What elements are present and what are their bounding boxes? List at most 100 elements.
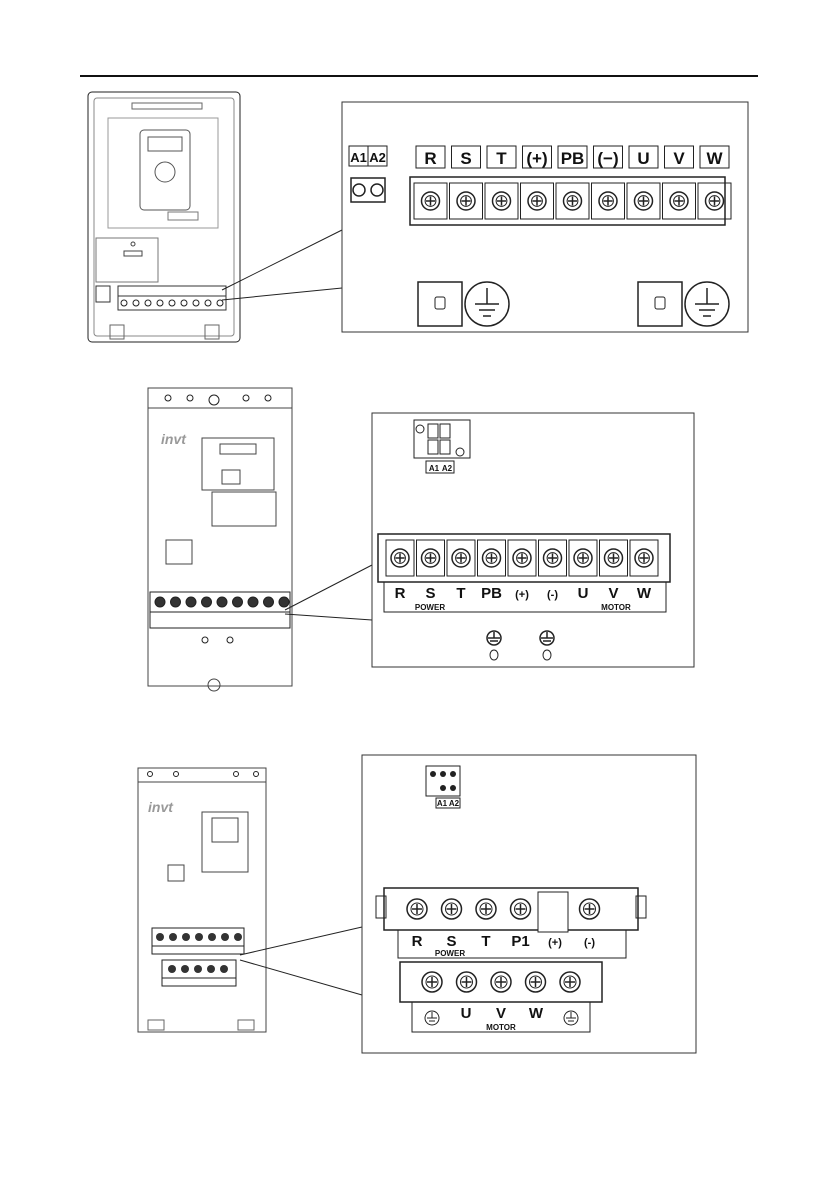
fig3-lower-terminal-label: U [461, 1005, 472, 1022]
fig1-ground-terminal-left [418, 282, 509, 326]
fig3-upper-terminal-label: R [412, 933, 423, 950]
fig3-upper-terminal-screw [511, 899, 531, 919]
fig2-control-terminal-block: A1 A2 [414, 420, 470, 473]
fig1-terminal-label: U [637, 149, 649, 168]
fig3-small-screw [220, 965, 228, 973]
fig3-small-screw [182, 933, 190, 941]
fig3-brand-logo: invt [148, 799, 174, 815]
fig2-small-screw [171, 597, 181, 607]
fig1-terminal-screw [706, 192, 724, 210]
fig3-lower-terminal-screw [457, 972, 477, 992]
fig3-small-screw [168, 965, 176, 973]
fig3-upper-terminal-block: RSTP1(+)(-) POWER [376, 888, 646, 958]
fig3-group-motor: MOTOR [486, 1023, 516, 1032]
fig2-terminal-screw [422, 549, 440, 567]
fig1-terminal-screw [599, 192, 617, 210]
fig3-upper-terminal-label: T [481, 933, 490, 950]
fig2-small-screw [233, 597, 243, 607]
fig3-lower-terminal-screw [491, 972, 511, 992]
fig1-main-terminal-block [410, 177, 731, 225]
fig3-label-a1: A1 [437, 799, 448, 808]
fig1-small-terminal-screws [121, 300, 223, 306]
fig1-terminal-screw [528, 192, 546, 210]
fig1-detail-box [342, 102, 748, 332]
fig1-terminal-screw [670, 192, 688, 210]
fig1-terminal-screw [635, 192, 653, 210]
fig2-small-screw [202, 597, 212, 607]
fig2-terminal-label: U [578, 585, 589, 602]
fig1-terminal-label: T [496, 149, 507, 168]
fig2-terminal-screw [574, 549, 592, 567]
fig2-terminal-screw [635, 549, 653, 567]
fig1-terminal-screw [457, 192, 475, 210]
fig3-upper-terminal-label: S [446, 933, 456, 950]
fig1-terminal-label: PB [561, 149, 585, 168]
fig3-lower-terminal-screw [560, 972, 580, 992]
fig3-small-screw [207, 965, 215, 973]
fig3-lower-terminal-label: V [496, 1005, 506, 1022]
fig2-terminal-screw [544, 549, 562, 567]
fig3-lower-terminal-screw [526, 972, 546, 992]
fig1-terminal-label: S [460, 149, 471, 168]
fig3-small-screw [234, 933, 242, 941]
fig2-terminal-screw [391, 549, 409, 567]
fig1-ground-terminal-right [638, 282, 729, 326]
fig1-terminal-label: V [673, 149, 685, 168]
fig3-upper-terminal-label: (-) [584, 937, 595, 949]
fig2-terminal-label: PB [481, 585, 502, 602]
fig2-leader-line-top [285, 565, 372, 610]
fig2-terminal-screw [452, 549, 470, 567]
fig1-terminal-screw [422, 192, 440, 210]
fig2-terminal-screw [605, 549, 623, 567]
fig3-group-power: POWER [435, 949, 465, 958]
fig2-terminal-label: S [425, 585, 435, 602]
fig2-terminal-label: (-) [547, 589, 558, 601]
fig1-main-terminal-labels: RST(+)PB(−)UVW [416, 146, 729, 168]
fig3-small-screw [221, 933, 229, 941]
fig2-terminal-label: W [637, 585, 652, 602]
fig1-control-terminal-block: A1 A2 [349, 146, 387, 202]
fig3-ground-symbol-right [564, 1011, 578, 1025]
fig2-small-screw [248, 597, 258, 607]
fig2-terminal-screw [513, 549, 531, 567]
fig3-ground-symbol-left [425, 1011, 439, 1025]
fig2-terminal-label: (+) [515, 589, 529, 601]
fig3-small-screw [195, 933, 203, 941]
fig1-terminal-label: (+) [526, 149, 547, 168]
fig3-upper-terminal-screw [476, 899, 496, 919]
fig1-terminal-label: R [424, 149, 436, 168]
fig2-terminal-label: R [395, 585, 406, 602]
fig2-small-screw [186, 597, 196, 607]
fig3-small-screw [181, 965, 189, 973]
fig1-label-a1: A1 [350, 150, 367, 165]
fig2-group-power: POWER [415, 603, 445, 612]
fig2-terminal-label: T [456, 585, 465, 602]
fig2-group-motor: MOTOR [601, 603, 631, 612]
fig3-upper-terminal-label: (+) [548, 937, 562, 949]
fig3-small-screw [156, 933, 164, 941]
fig2-main-terminal-labels: R S T PB (+) (-) U V W POWER MOTOR [384, 582, 666, 612]
fig2-small-screw [217, 597, 227, 607]
fig3-lower-terminal-label: W [529, 1005, 544, 1022]
fig3-leader-line-bottom [240, 960, 362, 995]
fig2-small-terminal-screws [155, 597, 289, 607]
fig3-lower-terminal-block: U V W MOTOR [400, 962, 602, 1032]
fig2-terminal-label: V [608, 585, 618, 602]
fig3-upper-terminal-screw [580, 899, 600, 919]
fig2-terminal-screw [483, 549, 501, 567]
fig3-lower-terminal-screw [422, 972, 442, 992]
fig3-small-screw [194, 965, 202, 973]
fig1-terminal-label: (−) [597, 149, 618, 168]
fig1-terminal-screw [564, 192, 582, 210]
fig3-control-terminal-block: A1 A2 [426, 766, 460, 808]
fig3-small-terminal-screws [156, 933, 242, 973]
fig3-leader-line-top [240, 927, 362, 955]
fig2-label-a2: A2 [442, 464, 453, 473]
fig2-main-terminal-block [378, 534, 670, 582]
fig3-upper-terminal-screw [407, 899, 427, 919]
fig2-small-screw [279, 597, 289, 607]
fig3-label-a2: A2 [449, 799, 460, 808]
fig2-ground-terminals [487, 631, 554, 660]
